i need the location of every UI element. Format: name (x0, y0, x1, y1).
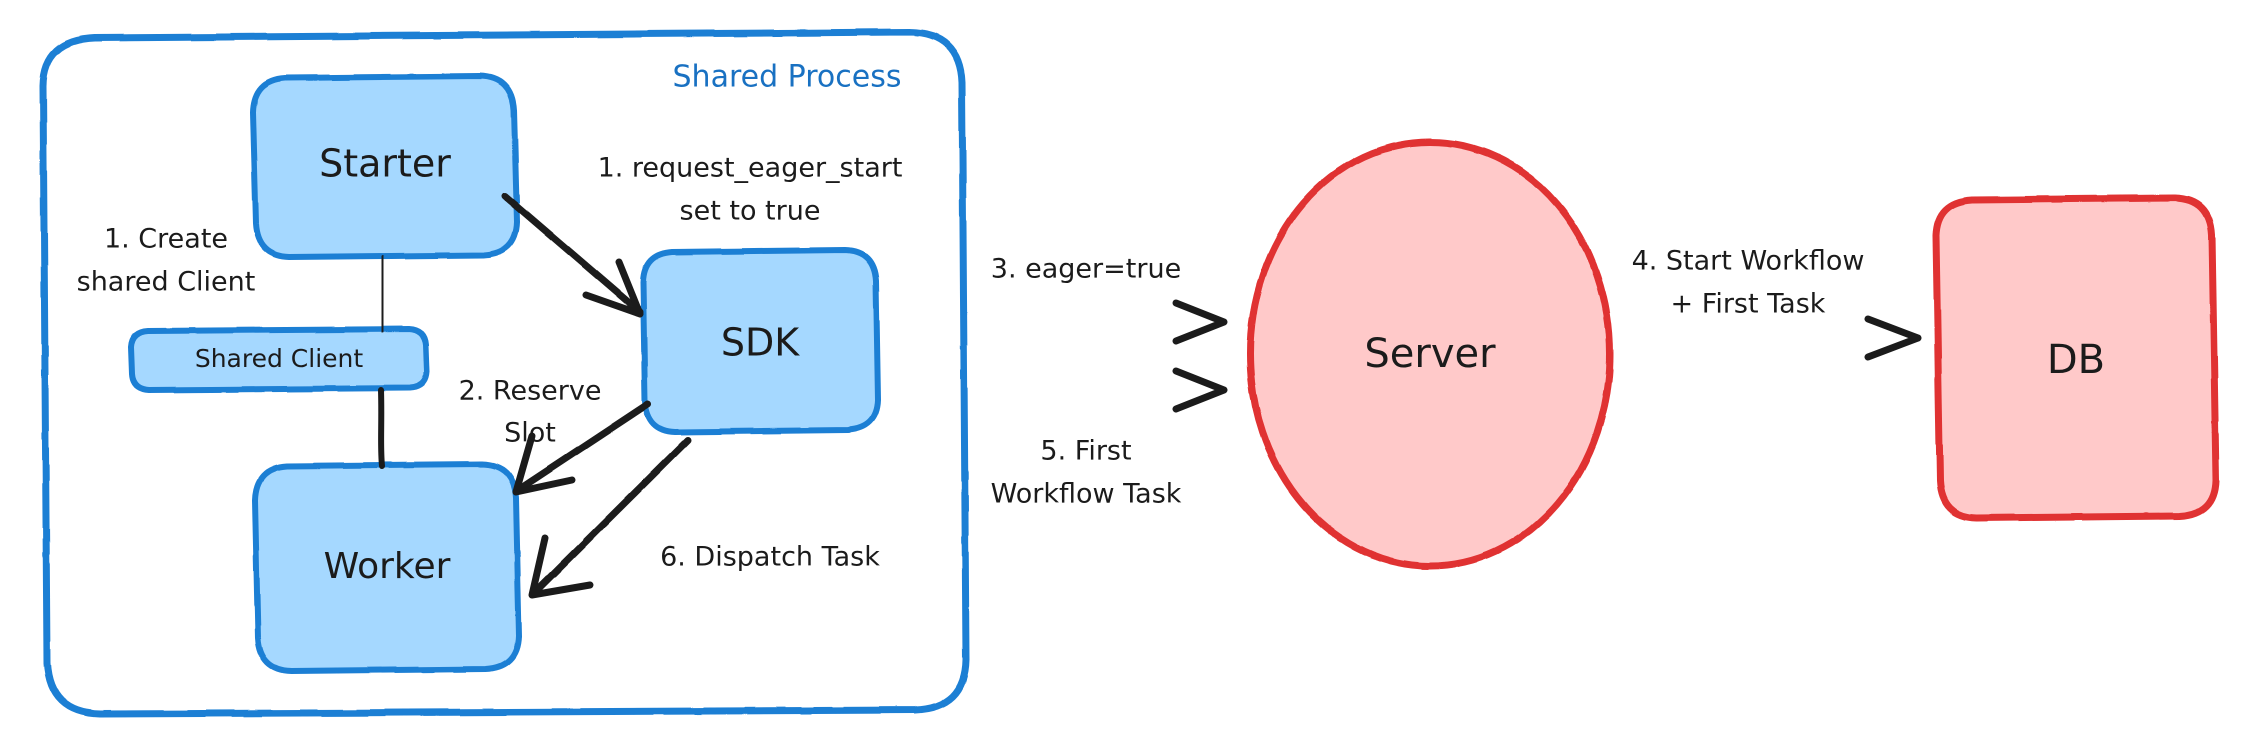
edge-sdk-worker-reserve (512, 400, 652, 496)
node-server[interactable]: Server (1246, 138, 1614, 570)
arrowhead (1864, 315, 1922, 361)
arrowhead (1172, 367, 1228, 413)
shared-process-group (39, 28, 970, 718)
label-eager-true: 3. eager=true (991, 254, 1181, 285)
arrowhead (582, 258, 644, 318)
edge-label-line2: + First Task (1671, 289, 1826, 320)
sdk-label: SDK (721, 321, 800, 365)
shared-process-border (39, 28, 970, 718)
server-shape (1246, 138, 1614, 570)
edge-label-line2: Slot (504, 418, 556, 449)
node-sdk[interactable]: SDK (640, 247, 881, 435)
node-starter[interactable]: Starter (250, 73, 520, 260)
arrowhead (512, 432, 576, 496)
edge-starter-shared-client (378, 255, 387, 333)
edge-line (514, 400, 652, 494)
shared-client-label: Shared Client (195, 344, 364, 373)
db-label: DB (2047, 337, 2105, 383)
arrowhead (528, 534, 594, 599)
edge-label-line1: 6. Dispatch Task (660, 542, 880, 573)
edge-label-line2: set to true (680, 196, 821, 227)
edge-label-line1: 3. eager=true (991, 254, 1181, 285)
edge-line (378, 387, 385, 469)
label-request-eager-start: 1. request_eager_start set to true (598, 153, 903, 227)
node-worker[interactable]: Worker (252, 461, 522, 674)
label-start-workflow-first-task: 4. Start Workflow + First Task (1632, 246, 1865, 320)
label-create-shared-client: 1. Create shared Client (77, 224, 256, 298)
label-first-workflow-task: 5. First Workflow Task (991, 436, 1182, 510)
edge-server-db (1628, 315, 1922, 361)
starter-label: Starter (319, 142, 451, 186)
edge-label-line1: 2. Reserve (459, 376, 602, 407)
edge-line (501, 192, 644, 316)
sdk-shape (640, 247, 881, 435)
edge-label-line1: 5. First (1040, 436, 1131, 467)
edge-line (530, 436, 692, 597)
worker-label: Worker (324, 546, 451, 587)
arrowhead (1172, 299, 1228, 345)
edge-label-line2: Workflow Task (991, 479, 1182, 510)
shared-process-label: Shared Process (673, 60, 902, 95)
edge-label-line2: shared Client (77, 267, 256, 298)
edge-sdk-worker-dispatch (528, 436, 692, 599)
edge-label-line1: 4. Start Workflow (1632, 246, 1865, 277)
label-dispatch-task: 6. Dispatch Task (660, 542, 880, 573)
starter-shape (250, 73, 520, 260)
edge-label-line1: 1. Create (104, 224, 228, 255)
shared-client-shape (128, 326, 430, 393)
edge-sdk-server-eager (876, 299, 1228, 345)
worker-shape (252, 461, 522, 674)
server-label: Server (1364, 331, 1496, 377)
label-reserve-slot: 2. Reserve Slot (459, 376, 602, 449)
node-db[interactable]: DB (1932, 194, 2220, 522)
edge-shared-client-worker (378, 387, 385, 469)
edge-line (378, 255, 387, 333)
db-shape (1932, 194, 2220, 522)
edge-sdk-server-firsttask (876, 367, 1228, 413)
edge-label-line1: 1. request_eager_start (598, 153, 903, 184)
node-shared-client[interactable]: Shared Client (128, 326, 430, 393)
edge-starter-sdk (501, 192, 644, 318)
